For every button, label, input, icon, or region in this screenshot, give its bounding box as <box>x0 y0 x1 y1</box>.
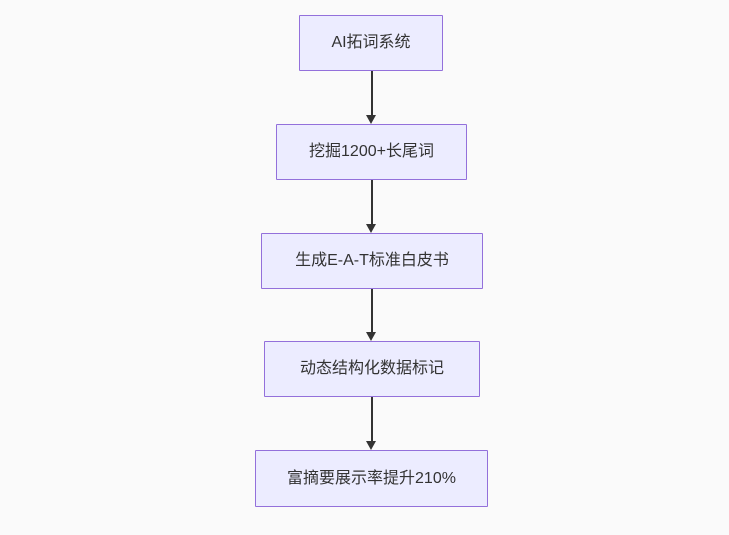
flowchart-node-label: 生成E-A-T标准白皮书 <box>295 252 449 269</box>
flow-edge-line-4 <box>370 397 373 443</box>
flowchart-node-label: 动态结构化数据标记 <box>299 360 444 377</box>
arrow-down-icon <box>366 441 376 450</box>
arrow-down-icon <box>366 115 376 124</box>
flow-edge-line-2 <box>370 180 373 226</box>
flowchart-node-label: 挖掘1200+长尾词 <box>309 143 434 160</box>
flowchart-node-node-2: 挖掘1200+长尾词 <box>276 124 467 180</box>
flowchart-node-node-1: AI拓词系统 <box>299 15 443 71</box>
flow-edge-line-1 <box>370 71 373 117</box>
flowchart-node-node-4: 动态结构化数据标记 <box>264 341 480 397</box>
flow-edge-line-3 <box>370 289 373 334</box>
flowchart-node-label: AI拓词系统 <box>331 34 411 51</box>
flowchart-node-node-5: 富摘要展示率提升210% <box>255 450 488 507</box>
arrow-down-icon <box>366 332 376 341</box>
arrow-down-icon <box>366 224 376 233</box>
flowchart-node-node-3: 生成E-A-T标准白皮书 <box>261 233 483 289</box>
flowchart-node-label: 富摘要展示率提升210% <box>287 469 456 487</box>
